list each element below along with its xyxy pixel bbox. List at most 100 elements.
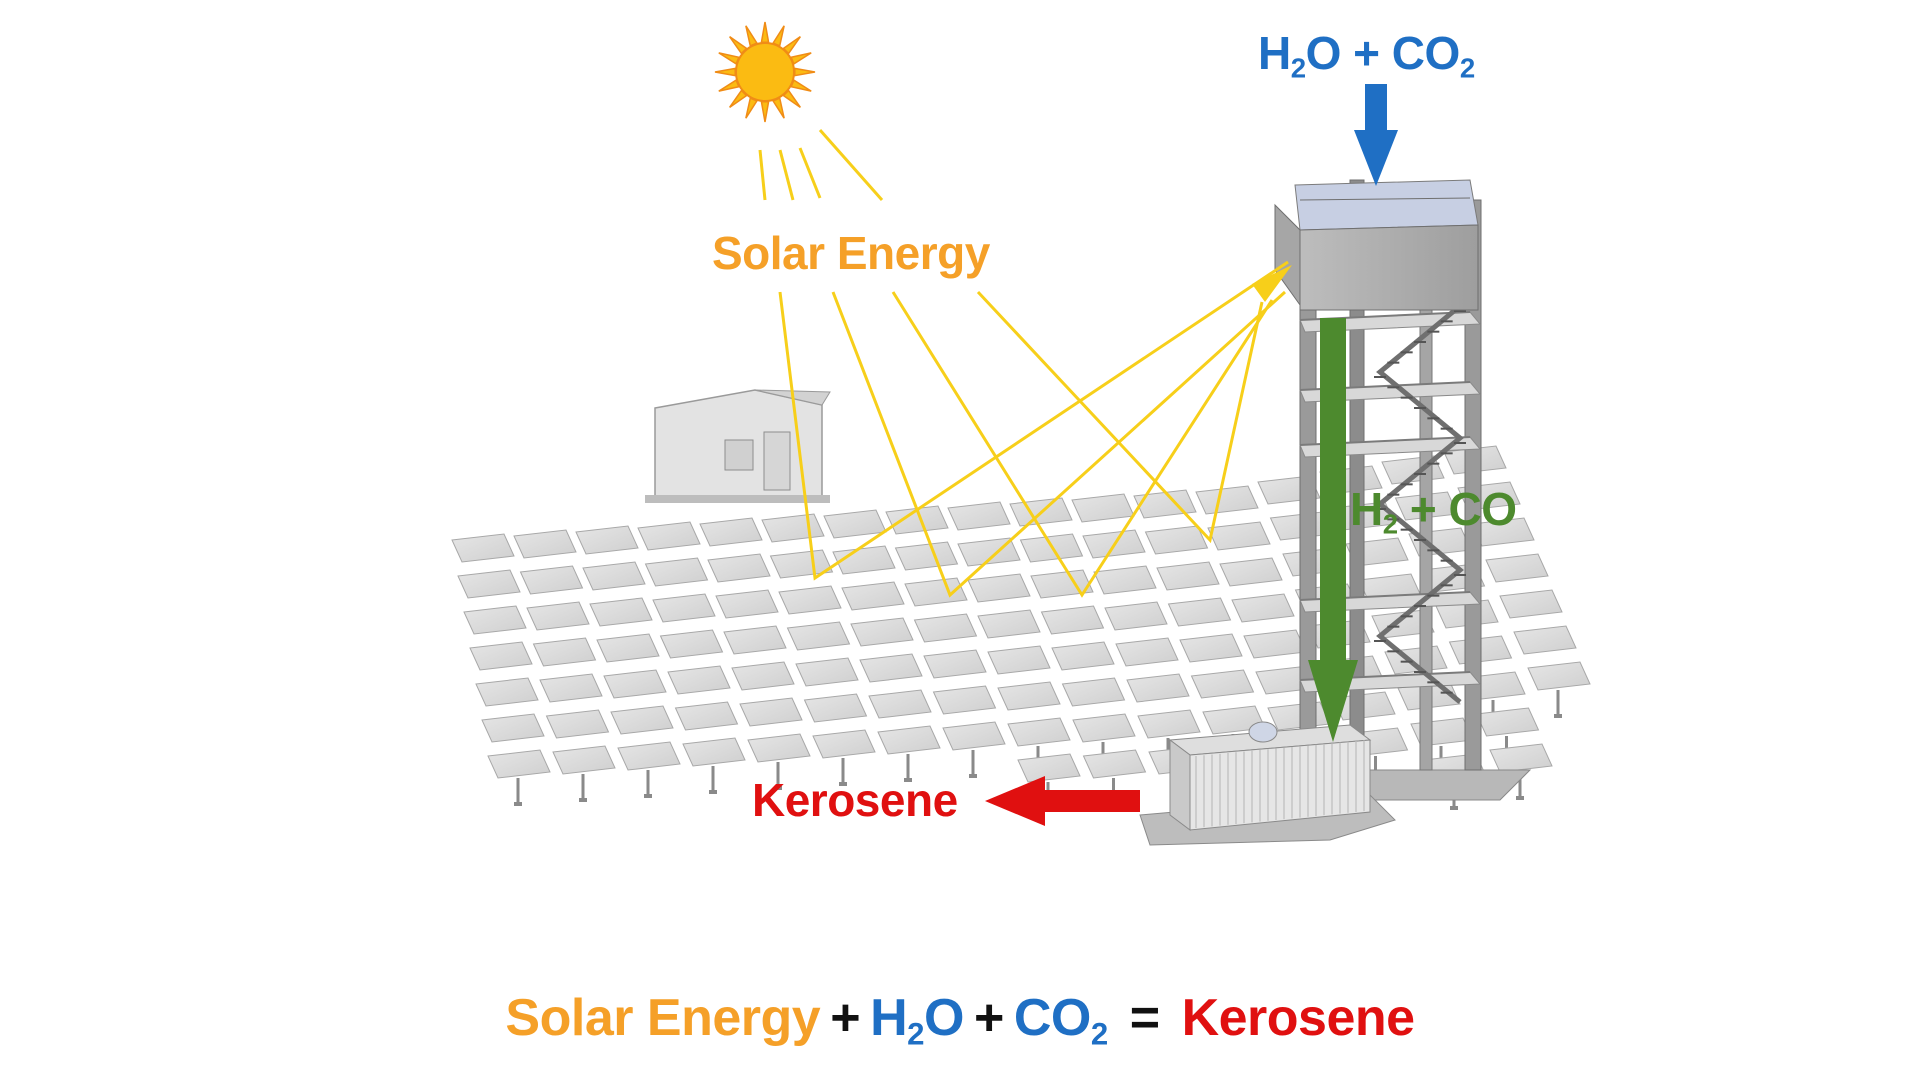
- heliostat: [481, 713, 545, 743]
- solar-energy-label: Solar Energy: [712, 227, 990, 279]
- heliostat: [526, 601, 590, 631]
- heliostat: [1513, 625, 1577, 655]
- heliostat: [699, 517, 763, 547]
- heliostat: [589, 597, 653, 627]
- equation-water: H2O: [870, 989, 964, 1052]
- heliostat: [487, 749, 551, 806]
- heliostat: [1190, 669, 1255, 699]
- heliostat: [1219, 557, 1283, 587]
- heliostat: [596, 633, 660, 663]
- heliostat: [469, 641, 533, 671]
- control-building: [645, 389, 831, 503]
- heliostat: [967, 573, 1031, 603]
- heliostat: [731, 661, 795, 691]
- heliostat: [610, 705, 674, 735]
- heliostat: [1051, 641, 1115, 671]
- heliostat: [1167, 597, 1232, 627]
- heliostat: [532, 637, 597, 667]
- heliostat: [932, 685, 997, 715]
- reflected-ray-arrowhead: [1252, 265, 1292, 302]
- heliostat: [942, 721, 1006, 778]
- heliostat: [832, 545, 896, 575]
- heliostat: [786, 621, 851, 651]
- heliostat: [761, 513, 825, 543]
- heliostat: [582, 561, 646, 591]
- syngas-label: H2 + CO: [1350, 483, 1517, 540]
- summary-equation: Solar Energy+H2O+CO2=Kerosene: [0, 988, 1920, 1052]
- heliostat: [475, 677, 539, 707]
- heliostat: [457, 569, 521, 599]
- heliostat: [1231, 593, 1295, 623]
- heliostat: [1104, 601, 1168, 631]
- heliostat: [519, 565, 584, 595]
- heliostat: [463, 605, 527, 635]
- heliostat: [868, 689, 932, 719]
- kerosene-label: Kerosene: [752, 774, 958, 826]
- syngas-arrow: [1308, 318, 1358, 742]
- heliostat: [1527, 661, 1591, 718]
- heliostat: [652, 593, 716, 623]
- heliostat: [1115, 637, 1179, 667]
- heliostat: [1179, 633, 1243, 663]
- heliostat: [682, 737, 746, 794]
- heliostat: [957, 537, 1021, 567]
- container-tank: [1248, 721, 1278, 743]
- heliostat: [552, 745, 616, 802]
- heliostat: [603, 669, 667, 699]
- heliostat: [1499, 589, 1563, 619]
- equation-kerosene: Kerosene: [1181, 989, 1416, 1047]
- heliostat: [1195, 485, 1259, 515]
- heliostat: [451, 533, 515, 563]
- heliostat: [1040, 605, 1105, 635]
- input-label: H2O + CO2: [1258, 27, 1475, 84]
- heliostat: [913, 613, 978, 643]
- heliostat: [947, 501, 1011, 531]
- sun-icon: [714, 21, 816, 123]
- heliostat: [1207, 521, 1271, 551]
- heliostat: [778, 585, 842, 615]
- heliostat: [904, 577, 968, 607]
- heliostat: [617, 741, 681, 798]
- heliostat: [769, 549, 834, 579]
- left-arrow-icon: [985, 776, 1140, 826]
- heliostat: [977, 609, 1041, 639]
- equation-equals: =: [1129, 989, 1160, 1047]
- heliostat: [747, 733, 811, 790]
- heliostat: [1126, 673, 1190, 703]
- heliostat: [723, 625, 787, 655]
- heliostat: [1243, 629, 1307, 659]
- heliostat: [894, 541, 959, 571]
- solar-reactor: [1274, 179, 1479, 311]
- equation-solar-energy: Solar Energy: [505, 989, 821, 1047]
- heliostat: [841, 581, 905, 611]
- heliostat: [812, 729, 876, 786]
- down-arrow-icon: [1354, 84, 1398, 186]
- heliostat: [1061, 677, 1126, 707]
- heliostat: [1156, 561, 1220, 591]
- heliostat: [715, 589, 779, 619]
- heliostat: [739, 697, 803, 727]
- heliostat: [823, 509, 887, 539]
- heliostat: [803, 693, 868, 723]
- heliostat: [575, 525, 639, 555]
- heliostat: [1133, 489, 1197, 519]
- heliostat: [1030, 569, 1094, 599]
- heliostat: [659, 629, 724, 659]
- heliostat: [674, 701, 739, 731]
- heliostat: [859, 653, 923, 683]
- heliostat: [667, 665, 731, 695]
- heliostat: [1071, 493, 1135, 523]
- heliostat: [987, 645, 1051, 675]
- heliostat: [1093, 565, 1157, 595]
- solar-rays: [758, 129, 1289, 598]
- heliostat: [923, 649, 987, 679]
- heliostat: [539, 673, 603, 703]
- heliostat: [545, 709, 610, 739]
- heliostat: [513, 529, 577, 559]
- equation-plus: +: [830, 989, 861, 1047]
- heliostat: [795, 657, 859, 687]
- heliostat: [997, 681, 1061, 711]
- heliostat: [637, 521, 701, 551]
- heliostat: [707, 553, 771, 583]
